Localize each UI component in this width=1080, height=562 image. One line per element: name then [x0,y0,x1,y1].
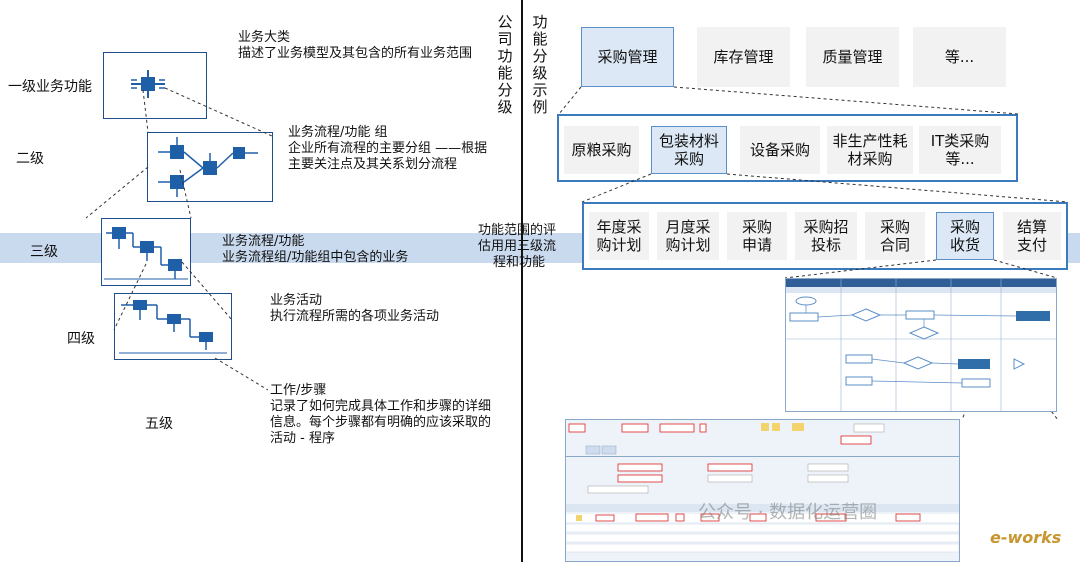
row2-item-2: 设备采购 [740,126,820,174]
row2-item-3: 非生产性耗材采购 [827,126,913,174]
level2-title: 业务流程/功能 组 [288,125,388,140]
eval-note-line1: 功能范围的评 [478,223,557,238]
row3-item-5-l1: 采购 [949,218,980,236]
level5-line3: 活动 - 程序 [270,431,335,446]
row3-item-0-l1: 年度采 [596,218,642,236]
row3-item-1: 月度采购计划 [657,212,719,260]
level3-desc: 业务流程组/功能组中包含的业务 [222,250,409,265]
row2-item-4-l1: IT类采购 [930,132,990,150]
row1-item-etc: 等... [913,27,1006,87]
row2-item-0: 原粮采购 [564,126,639,174]
level2-label: 二级 [16,151,44,167]
left-connectors [85,87,273,391]
process-flow-diagram [786,279,1056,411]
row1-item-quality-mgmt: 质量管理 [806,27,899,87]
level5-label: 五级 [145,416,173,432]
row3-item-1-l2: 购计划 [665,236,711,254]
row3-item-0-l2: 购计划 [596,236,642,254]
row3-item-0: 年度采购计划 [589,212,649,260]
row2-item-1: 包装材料采购 [651,126,727,174]
level4-process-icon [119,300,227,354]
row2-item-1-l1: 包装材料 [658,132,719,150]
level1-desc: 描述了业务模型及其包含的所有业务范围 [238,46,473,61]
level1-process-icon [131,70,165,98]
row2-item-4-l2: 等... [945,150,975,168]
sap-transaction-screenshot [565,419,960,562]
level2-process-icon [158,137,258,197]
process-flow-screenshot [785,278,1057,412]
row3-item-6-l2: 支付 [1016,236,1047,254]
row3-item-4-l1: 采购 [879,218,910,236]
level3-title: 业务流程/功能 [222,234,305,249]
eval-note-line3: 程和功能 [493,255,546,270]
row2-item-2-l1: 设备采购 [749,141,810,159]
sap-screen-mockup [565,420,960,561]
level2-line2: 主要关注点及其关系划分流程 [288,157,458,172]
row3-item-2-l2: 申请 [741,236,772,254]
level5-title: 工作/步骤 [270,383,327,398]
row2-item-1-l2: 采购 [673,150,704,168]
watermark-text: 公众号 · 数据化运营圈 [698,502,878,523]
row3-item-4: 采购合同 [865,212,925,260]
row2-item-3-l1: 非生产性耗 [832,132,908,150]
row3-item-6: 结算支付 [1003,212,1061,260]
row3-item-5-l2: 收货 [949,236,980,254]
row3-item-3: 采购招投标 [795,212,857,260]
row3-item-3-l1: 采购招 [803,218,849,236]
center-divider [521,0,523,562]
level5-line1: 记录了如何完成具体工作和步骤的详细 [270,399,492,414]
level4-desc: 执行流程所需的各项业务活动 [270,309,440,324]
eworks-logo: e-works [990,528,1062,547]
level1-label: 一级业务功能 [8,79,92,95]
level3-process-icon [104,227,188,280]
row3-item-2: 采购申请 [727,212,787,260]
level2-frame [147,132,273,202]
level4-title: 业务活动 [270,293,323,308]
row2-item-4: IT类采购等... [919,126,1001,174]
row1-item-purchasing-mgmt: 采购管理 [581,27,674,87]
level1-frame [103,52,207,119]
level5-line2: 信息。每个步骤都有明确的应该采取的 [270,415,492,430]
row3-item-5: 采购收货 [936,212,994,260]
level1-title: 业务大类 [238,30,291,45]
eval-note-line2: 估用用三级流 [478,239,557,254]
level3-label: 三级 [30,244,58,260]
row1-item-inventory-mgmt: 库存管理 [697,27,790,87]
row3-item-2-l1: 采购 [741,218,772,236]
row3-item-1-l1: 月度采 [665,218,711,236]
vertical-heading-left: 公司功能分级 [497,13,513,116]
row3-item-3-l2: 投标 [810,236,841,254]
row2-item-3-l2: 材采购 [847,150,893,168]
level3-frame [101,218,191,286]
vertical-heading-right: 功能分级示例 [532,13,548,116]
row2-item-0-l1: 原粮采购 [571,141,632,159]
row3-item-4-l2: 合同 [879,236,910,254]
row3-item-6-l1: 结算 [1016,218,1047,236]
level4-label: 四级 [67,331,95,347]
level2-line1: 企业所有流程的主要分组 ——根据 [288,141,488,156]
level4-frame [114,293,232,360]
